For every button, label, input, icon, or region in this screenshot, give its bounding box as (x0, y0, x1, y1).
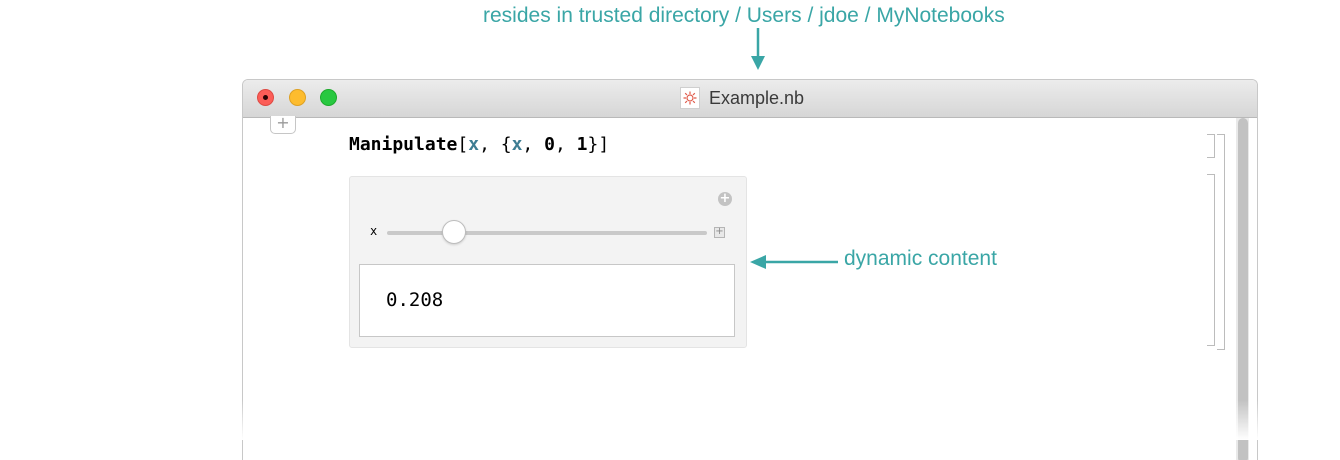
slider-expand-plus-icon[interactable]: + (714, 226, 725, 238)
input-cell[interactable]: Manipulate[x, {x, 0, 1}] (349, 134, 609, 155)
output-cell-bracket[interactable] (1207, 174, 1215, 346)
x-slider[interactable] (387, 220, 707, 244)
minimize-window-button[interactable] (289, 89, 306, 106)
window-title: Example.nb (709, 88, 805, 108)
slider-label: x (370, 224, 378, 238)
input-bracket-open: [ (457, 134, 469, 155)
function-name: Manipulate (349, 134, 458, 155)
vertical-scrollbar[interactable] (1236, 118, 1249, 460)
input-cell-bracket[interactable] (1207, 134, 1215, 158)
input-variable: x (468, 134, 480, 155)
input-min: 0 (544, 134, 555, 155)
input-max: 1 (576, 134, 588, 155)
manipulate-panel: + x + 0.208 (349, 176, 747, 348)
annotation-arrow-left-icon (750, 255, 838, 269)
input-variable-spec: x (511, 134, 523, 155)
input-bracket-close: }] (587, 134, 610, 155)
trusted-directory-annotation: resides in trusted directory / Users / j… (483, 4, 1005, 27)
close-window-button[interactable] (257, 89, 274, 106)
input-separator-3: , (554, 134, 577, 155)
notebook-document-icon (680, 87, 700, 109)
zoom-window-button[interactable] (320, 89, 337, 106)
output-value: 0.208 (386, 289, 444, 311)
cell-insertion-plus-button[interactable]: + (270, 115, 296, 134)
dynamic-output-pane: 0.208 (359, 264, 735, 337)
input-separator: , { (479, 134, 512, 155)
group-cell-bracket[interactable] (1217, 134, 1225, 350)
slider-thumb[interactable] (441, 220, 466, 244)
scrollbar-thumb[interactable] (1238, 118, 1248, 460)
notebook-window: Example.nb + Manipulate[x, {x, 0, 1}] + … (242, 79, 1258, 460)
input-separator-2: , (522, 134, 545, 155)
panel-options-plus-icon[interactable]: + (718, 191, 732, 206)
annotation-arrow-down-icon (751, 28, 765, 70)
dynamic-content-annotation: dynamic content (844, 247, 997, 270)
title-bar[interactable]: Example.nb (243, 80, 1257, 118)
